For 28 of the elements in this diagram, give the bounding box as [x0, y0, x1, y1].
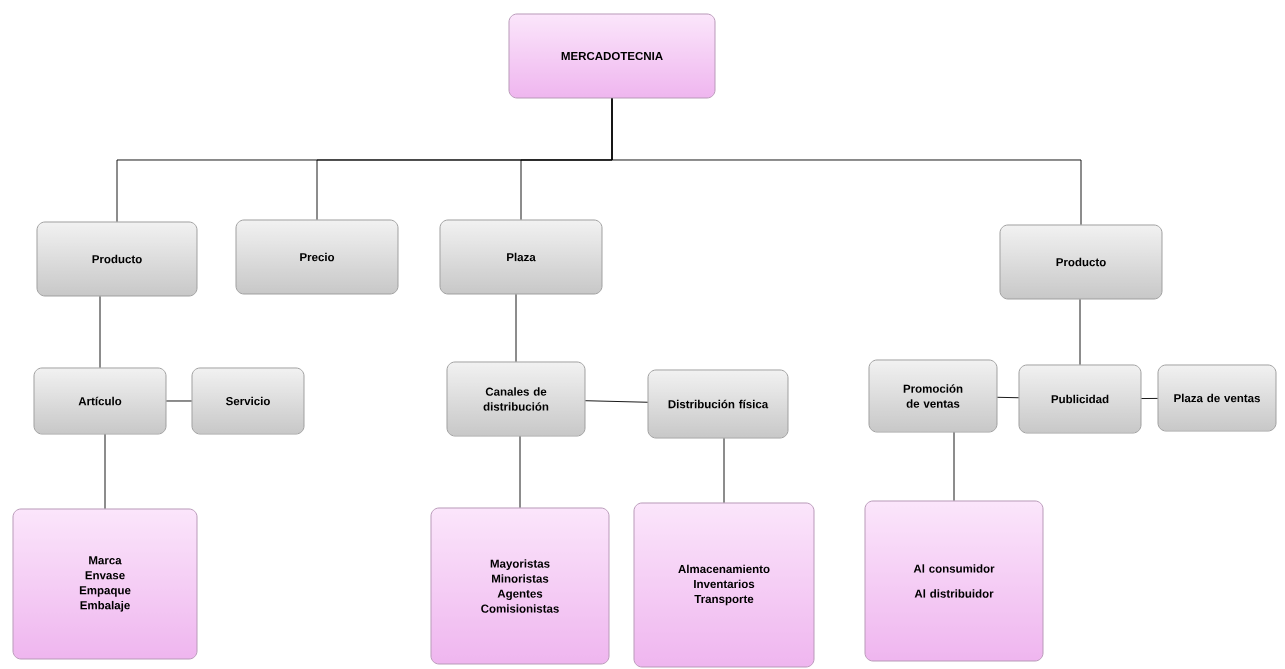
connector-line [515, 294, 517, 362]
connector-line [953, 432, 955, 501]
topic-box: Almacenamiento Inventarios Transporte [633, 502, 815, 668]
category-box: Promoción de ventas [868, 359, 998, 433]
category-box: Plaza de ventas [1157, 364, 1277, 432]
category-box: Producto [36, 221, 198, 297]
connector-line [166, 400, 192, 402]
category-box: Canales de distribución [446, 361, 586, 437]
category-box: Distribución física [647, 369, 789, 439]
topic-box: MERCADOTECNIA [508, 13, 716, 99]
connector-line [1141, 398, 1158, 399]
connector-line [585, 400, 648, 403]
category-box: Artículo [33, 367, 167, 435]
topic-box: Marca Envase Empaque Embalaje [12, 508, 198, 660]
connector-line [99, 296, 101, 368]
category-box: Precio [235, 219, 399, 295]
connector-line [723, 438, 725, 503]
connector-line [997, 396, 1019, 399]
category-box: Producto [999, 224, 1163, 300]
category-box: Plaza [439, 219, 603, 295]
connector-line [1079, 299, 1081, 365]
category-box: Publicidad [1018, 364, 1142, 434]
connector-line [104, 434, 106, 509]
connector-line [519, 436, 521, 508]
connector-line [611, 98, 1082, 225]
category-box: Servicio [191, 367, 305, 435]
topic-box: Mayoristas Minoristas Agentes Comisionistas [430, 507, 610, 665]
topic-box: Al consumidor Al distribuidor [864, 500, 1044, 662]
